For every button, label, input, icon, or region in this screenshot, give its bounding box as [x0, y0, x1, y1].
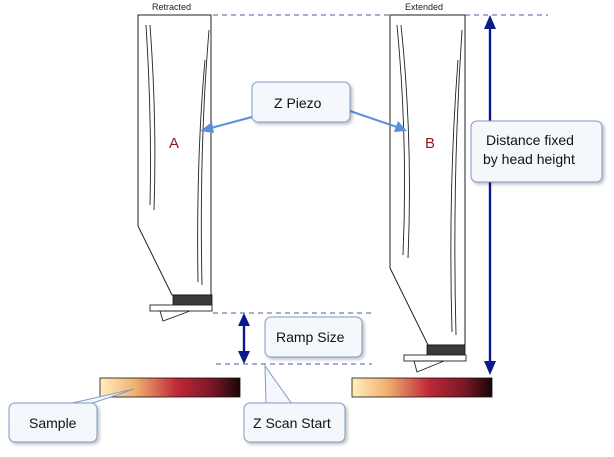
piezo-a-inner-curves	[145, 24, 210, 286]
z-piezo-text: Z Piezo	[274, 95, 322, 111]
callout-z-piezo	[251, 81, 351, 123]
piezo-b-letter: B	[425, 135, 435, 152]
sample-left	[99, 377, 241, 398]
tip-b	[413, 360, 445, 373]
zscan-callout-pointer	[264, 364, 293, 405]
cantilever-b	[403, 354, 467, 362]
sample-right	[351, 377, 493, 398]
tip-a	[159, 310, 191, 322]
retracted-label: Retracted	[152, 2, 191, 12]
piezo-a-letter: A	[169, 135, 179, 152]
ramp-arrow	[238, 313, 250, 364]
tip-holder-b	[426, 344, 466, 356]
callout-sample	[8, 402, 98, 443]
sample-text: Sample	[29, 415, 77, 431]
cantilever-a	[149, 304, 213, 312]
distance-arrow	[484, 15, 496, 375]
z-scan-start-text: Z Scan Start	[253, 415, 331, 431]
piezo-extended: Extended B	[389, 2, 467, 373]
extended-label: Extended	[405, 2, 443, 12]
piezo-a-body	[137, 14, 212, 296]
distance-text-line2: by head height	[483, 151, 575, 167]
piezo-retracted: Retracted A	[137, 2, 213, 322]
leader-lines	[200, 110, 407, 133]
tip-holder-a	[172, 294, 213, 306]
reference-lines	[213, 14, 548, 365]
ramp-size-text: Ramp Size	[276, 329, 345, 345]
piezo-b-inner-curves	[396, 24, 463, 336]
piezo-b-body	[389, 14, 466, 346]
callout-z-scan-start	[243, 402, 346, 443]
callout-distance	[470, 120, 603, 183]
distance-text-line1: Distance fixed	[486, 132, 574, 148]
callout-ramp-size	[264, 316, 363, 358]
